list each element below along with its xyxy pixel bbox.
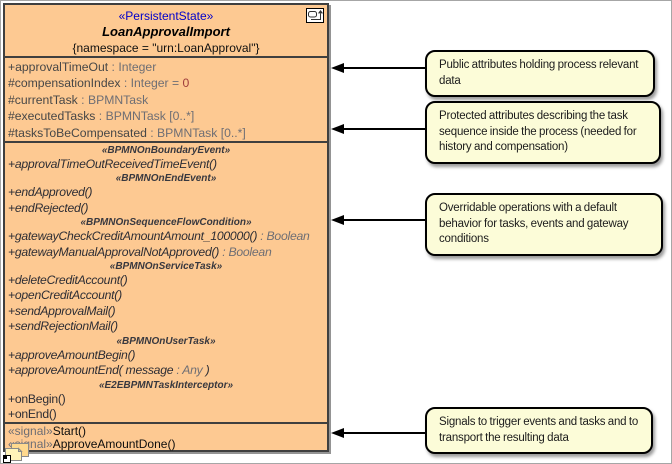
note-signals[interactable]: Signals to trigger events and tasks and … [425,407,653,455]
text-segment: ApproveAmountDone() [52,436,176,451]
operation-line[interactable]: +gatewayCheckCreditAmountAmount_100000()… [5,229,327,244]
connector-line [342,67,425,69]
operation-line[interactable]: +endRejected() [5,201,327,216]
text-segment: #currentTask [8,92,78,107]
attribute-line[interactable]: #compensationIndex : Integer = 0 [8,75,327,91]
operation-line[interactable]: +approvalTimeOutReceivedTimeEvent() [5,157,327,172]
text-segment: +approvalTimeOut [8,60,109,74]
class-header: «PersistentState» LoanApprovalImport {na… [5,5,327,56]
arrowhead-icon [331,63,344,73]
text-segment: : Integer [108,60,157,74]
text-segment: : BPMNTask [0..*] [146,125,246,140]
operations-compartment: «BPMNOnBoundaryEvent»+approvalTimeOutRec… [5,141,327,422]
text-segment: : Integer = [120,76,183,91]
note-connector-arrow[interactable] [331,63,425,73]
class-box-loan-approval-import[interactable]: «PersistentState» LoanApprovalImport {na… [3,3,329,452]
operation-line[interactable]: +sendApprovalMail() [5,304,327,319]
connector-line [342,219,425,221]
text-segment: +gatewayManualApprovalNotApproved() [8,244,220,259]
note-public-attributes[interactable]: Public attributes holding process releva… [425,50,655,98]
operation-group-stereotype: «BPMNOnBoundaryEvent» [101,145,231,157]
attribute-line[interactable]: #currentTask : BPMNTask [8,92,327,108]
operation-group-stereotype: «BPMNOnEndEvent» [115,173,217,185]
text-segment: ) [202,363,210,378]
class-name[interactable]: LoanApprovalImport [102,24,230,39]
attribute-line[interactable]: +approvalTimeOut : Integer [8,59,327,75]
composite-state-icon[interactable] [306,8,324,23]
note-connector-arrow[interactable] [331,215,425,225]
text-segment: +approveAmountEnd( message [8,363,174,378]
text-segment: +openCreditAccount() [8,288,122,303]
text-segment: : Boolean [257,229,310,244]
text-segment: +endRejected() [8,200,89,215]
text-segment: : Boolean [219,244,272,259]
text-segment: : Any [173,363,203,378]
operation-group-stereotype: «E2EBPMNTaskInterceptor» [98,379,234,391]
text-segment: #tasksToBeCompensated [8,125,147,140]
note-connector-arrow[interactable] [331,124,425,134]
connector-line [342,128,425,130]
arrowhead-icon [331,215,344,225]
operation-line[interactable]: +approveAmountBegin() [5,348,327,363]
text-segment: +gatewayCheckCreditAmountAmount_100000() [8,229,258,244]
text-segment: #executedTasks [8,109,96,124]
operation-line[interactable]: +onBegin() [5,392,327,407]
operation-line[interactable]: +endApproved() [5,185,327,200]
operation-line[interactable]: +gatewayManualApprovalNotApproved() : Bo… [5,245,327,260]
operation-line[interactable]: +sendRejectionMail() [5,319,327,334]
note-protected-attributes[interactable]: Protected attributes describing the task… [425,101,661,164]
class-stereotype: «PersistentState» [118,9,214,23]
text-segment: #compensationIndex [8,76,121,91]
operation-line[interactable]: +onEnd() [5,407,327,422]
note-overridable-operations[interactable]: Overridable operations with a default be… [425,193,663,256]
arrowhead-icon [331,428,344,438]
operation-line[interactable]: +openCreditAccount() [5,288,327,303]
text-segment: +onEnd() [8,406,57,421]
signal-line[interactable]: «signal»ApproveAmountDone() [8,438,327,451]
arrowhead-icon [331,124,344,134]
text-segment: «signal» [8,424,53,439]
text-segment: +endApproved() [8,185,93,200]
class-namespace: {namespace = "urn:LoanApproval"} [72,41,260,55]
connector-line [342,432,425,434]
text-segment: +approveAmountBegin() [8,347,136,362]
note-connector-arrow[interactable] [331,428,425,438]
text-segment: +sendRejectionMail() [8,319,118,334]
text-segment: : BPMNTask [77,92,149,107]
text-segment: : BPMNTask [0..*] [95,109,195,124]
text-segment: +deleteCreditAccount() [8,273,128,288]
attribute-line[interactable]: #executedTasks : BPMNTask [0..*] [8,108,327,124]
operation-group-stereotype: «BPMNOnServiceTask» [109,261,223,273]
operation-group-stereotype: «BPMNOnUserTask» [116,335,216,347]
text-segment: +sendApprovalMail() [8,303,116,318]
signal-line[interactable]: «signal»Start() [8,425,327,438]
diagram-shortcut-icon[interactable] [3,443,33,463]
operation-group-stereotype: «BPMNOnSequenceFlowCondition» [80,217,252,229]
text-segment: +approvalTimeOutReceivedTimeEvent() [8,157,217,172]
text-segment: 0 [182,76,190,91]
text-segment: Start() [52,424,87,439]
signals-compartment: «signal»Start()«signal»ApproveAmountDone… [5,422,327,450]
operation-line[interactable]: +deleteCreditAccount() [5,273,327,288]
operation-line[interactable]: +approveAmountEnd( message : Any ) [5,363,327,378]
text-segment: +onBegin() [8,391,66,406]
attributes-compartment: +approvalTimeOut : Integer#compensationI… [5,56,327,141]
attribute-line[interactable]: #tasksToBeCompensated : BPMNTask [0..*] [8,125,327,141]
